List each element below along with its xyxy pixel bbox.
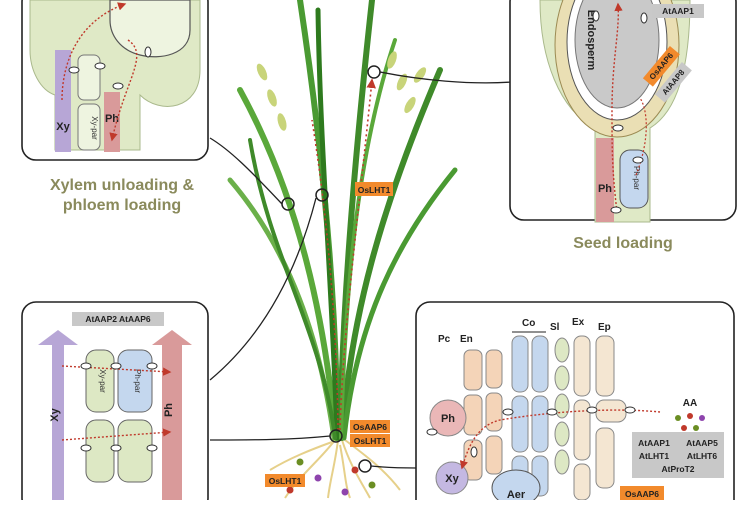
flow-arrow-root-uptake	[459, 409, 661, 470]
tag-ataap1-root: AtAAP1	[638, 438, 670, 448]
label-ph-seed: Ph	[598, 183, 612, 195]
xylem-parenchyma-cell-2	[77, 103, 101, 151]
label-ex: Ex	[572, 317, 585, 328]
tag-atlht1-root: AtLHT1	[639, 451, 669, 461]
phloem-parenchyma-stem-2	[117, 419, 153, 483]
transport-path-stem	[311, 119, 339, 431]
connector-lines	[209, 71, 513, 469]
tag-oslht1-base-text: OsLHT1	[354, 436, 387, 446]
xylem-parenchyma-stem-2	[85, 419, 115, 483]
tag-atprot2-root: AtProT2	[661, 464, 694, 474]
phloem-vessel-seed	[596, 138, 614, 222]
tag-ataap2-ataap6: AtAAP2 AtAAP6	[85, 314, 151, 324]
tag-osaap6-base: OsAAP6	[350, 420, 390, 433]
xylem-vessel-top	[55, 50, 71, 152]
label-ph-stem: Ph	[163, 403, 175, 417]
zoom-marker-root	[358, 459, 372, 473]
label-aer: Aer	[507, 489, 526, 500]
transporter-symbols-seed	[592, 10, 648, 214]
xylem-parenchyma-stem-1	[85, 349, 115, 413]
aerenchyma	[491, 469, 541, 505]
panel-root-uptake: Pc En Co Sl Ex Ep	[415, 301, 735, 505]
tag-atlht6-root: AtLHT6	[687, 451, 717, 461]
label-ph-par-stem: Ph-par	[133, 369, 142, 393]
zoom-marker-seed	[367, 65, 381, 79]
caption-xylem-line2: phloem loading	[62, 197, 182, 214]
tag-osaap6-root: OsAAP6	[625, 489, 659, 499]
tag-oslht1-root: OsLHT1	[265, 474, 305, 487]
panel-stem-transfer: AtAAP2 AtAAP6 Xy Ph Xy-par Ph-par	[21, 301, 209, 505]
label-xy-top: Xy	[56, 121, 70, 133]
transporter-box-root	[632, 432, 724, 478]
tag-oslht1-base: OsLHT1	[350, 434, 390, 447]
label-xy-stem: Xy	[49, 407, 61, 421]
caption-xylem-unloading: Xylem unloading & phloem loading	[22, 176, 222, 216]
label-ep: Ep	[598, 322, 611, 333]
label-xy-par-top: Xy-par	[90, 116, 99, 140]
caption-seed-loading: Seed loading	[573, 235, 673, 252]
tag-osaap6-root-bg	[620, 486, 664, 500]
flow-arrow-xylem-out	[61, 2, 127, 101]
label-xy-root: Xy	[445, 473, 459, 485]
panel-seed-loading: Endosperm Ph Ph-par AtAAP1 OsAAP6 AtAAP8	[509, 0, 737, 223]
transporter-symbols-top	[68, 46, 152, 90]
transporter-symbols-root	[426, 406, 636, 458]
xylem-parenchyma-cell-1	[77, 54, 101, 101]
flow-arrow-seed	[611, 2, 623, 213]
tag-ataap1-seed: AtAAP1	[662, 6, 694, 16]
label-endosperm: Endosperm	[585, 10, 597, 71]
panel-xylem-unloading: Xy Xy-par Ph	[21, 0, 209, 161]
panicle-seeds	[256, 51, 427, 131]
transport-path-panicle	[339, 78, 376, 431]
label-sl: Sl	[550, 322, 560, 333]
tag-osaap6-base-text: OsAAP6	[353, 422, 387, 432]
label-co: Co	[522, 318, 535, 329]
label-aa: AA	[683, 398, 697, 409]
label-ph-par-seed: Ph-par	[632, 166, 641, 190]
tag-oslht1-root-text: OsLHT1	[269, 476, 302, 486]
phloem-parenchyma-stem-1	[117, 349, 153, 413]
soil-particles	[286, 458, 376, 496]
phloem-cell-root	[429, 399, 467, 437]
label-pc: Pc	[438, 334, 451, 345]
label-xy-par-stem: Xy-par	[98, 369, 107, 393]
caption-xylem-line1: Xylem unloading &	[49, 177, 194, 194]
tag-ataap5-root: AtAAP5	[686, 438, 718, 448]
phloem-parenchyma-seed	[619, 149, 649, 209]
transporter-symbols-stem	[80, 362, 158, 452]
rice-plant: OsLHT1 OsAAP6 OsLHT1 OsLHT1	[209, 0, 513, 499]
tag-oslht1-top-text: OsLHT1	[358, 185, 391, 195]
phloem-arrow	[152, 330, 192, 500]
zoom-marker-stem	[315, 188, 329, 202]
xylem-arrow	[38, 330, 78, 500]
flow-arrow-seed-2	[635, 97, 647, 176]
label-ph-top: Ph	[105, 113, 119, 125]
tag-oslht1-top: OsLHT1	[355, 182, 393, 196]
xylem-cell-root	[435, 461, 469, 495]
amino-acid-dots	[675, 413, 705, 431]
label-ph-root: Ph	[441, 413, 455, 425]
flow-arrow-phloem-in	[109, 39, 138, 142]
label-en: En	[460, 334, 473, 345]
